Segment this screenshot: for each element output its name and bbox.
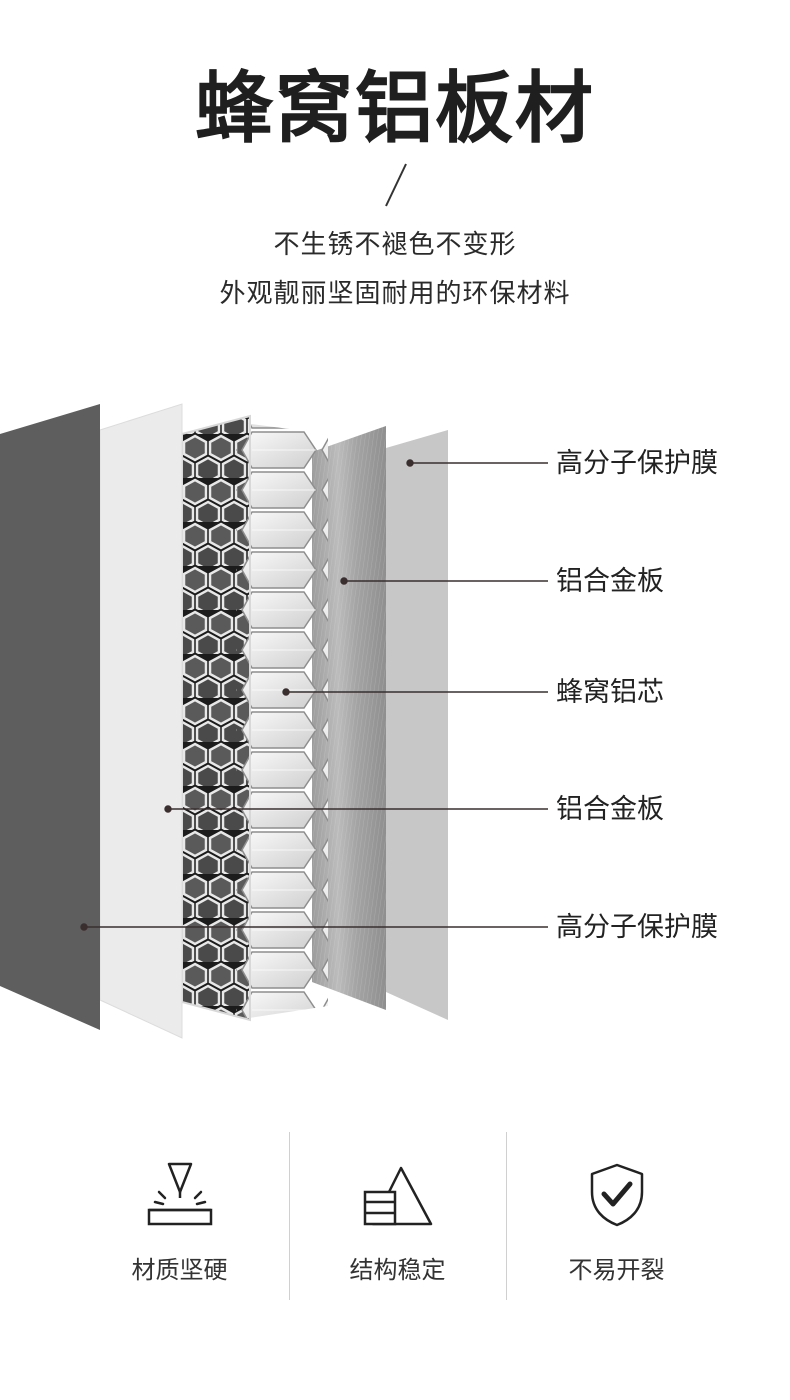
feature-label-crack-resistant: 不易开裂: [568, 1256, 665, 1284]
front-protective-film: [0, 404, 100, 1030]
layer-label-honeycomb-core: 蜂窝铝芯: [556, 677, 664, 708]
feature-crack-resistant: 不易开裂: [485, 1150, 748, 1285]
layer-label-alloy-panel-back: 铝合金板: [556, 566, 664, 597]
honeycomb-core: [181, 414, 328, 1022]
back-protective-film: [386, 430, 448, 1020]
leader-lines: [80, 459, 548, 931]
page-title: 蜂窝铝板材: [194, 64, 595, 154]
shield-check-icon: [590, 1163, 643, 1227]
feature-label-structure: 结构稳定: [349, 1256, 446, 1284]
feature-label-hardness: 材质坚硬: [131, 1256, 228, 1284]
feature-hardness: 材质坚硬: [48, 1150, 311, 1285]
feature-divider-2: [506, 1132, 507, 1300]
subtitle-line-1: 不生锈不褪色不变形: [273, 230, 517, 260]
panel-layer-diagram: [0, 403, 548, 1039]
front-alloy-panel: [100, 404, 182, 1038]
feature-divider-1: [289, 1132, 290, 1300]
title-divider-slash: [385, 163, 407, 207]
layer-label-alloy-panel-front: 铝合金板: [556, 794, 664, 825]
feature-structure: 结构稳定: [266, 1150, 529, 1285]
structure-icon: [363, 1166, 432, 1226]
hardness-icon: [147, 1162, 212, 1226]
subtitle-line-2: 外观靓丽坚固耐用的环保材料: [219, 279, 571, 309]
layer-label-protective-film-back: 高分子保护膜: [556, 448, 718, 479]
layer-label-protective-film-front: 高分子保护膜: [556, 912, 718, 943]
